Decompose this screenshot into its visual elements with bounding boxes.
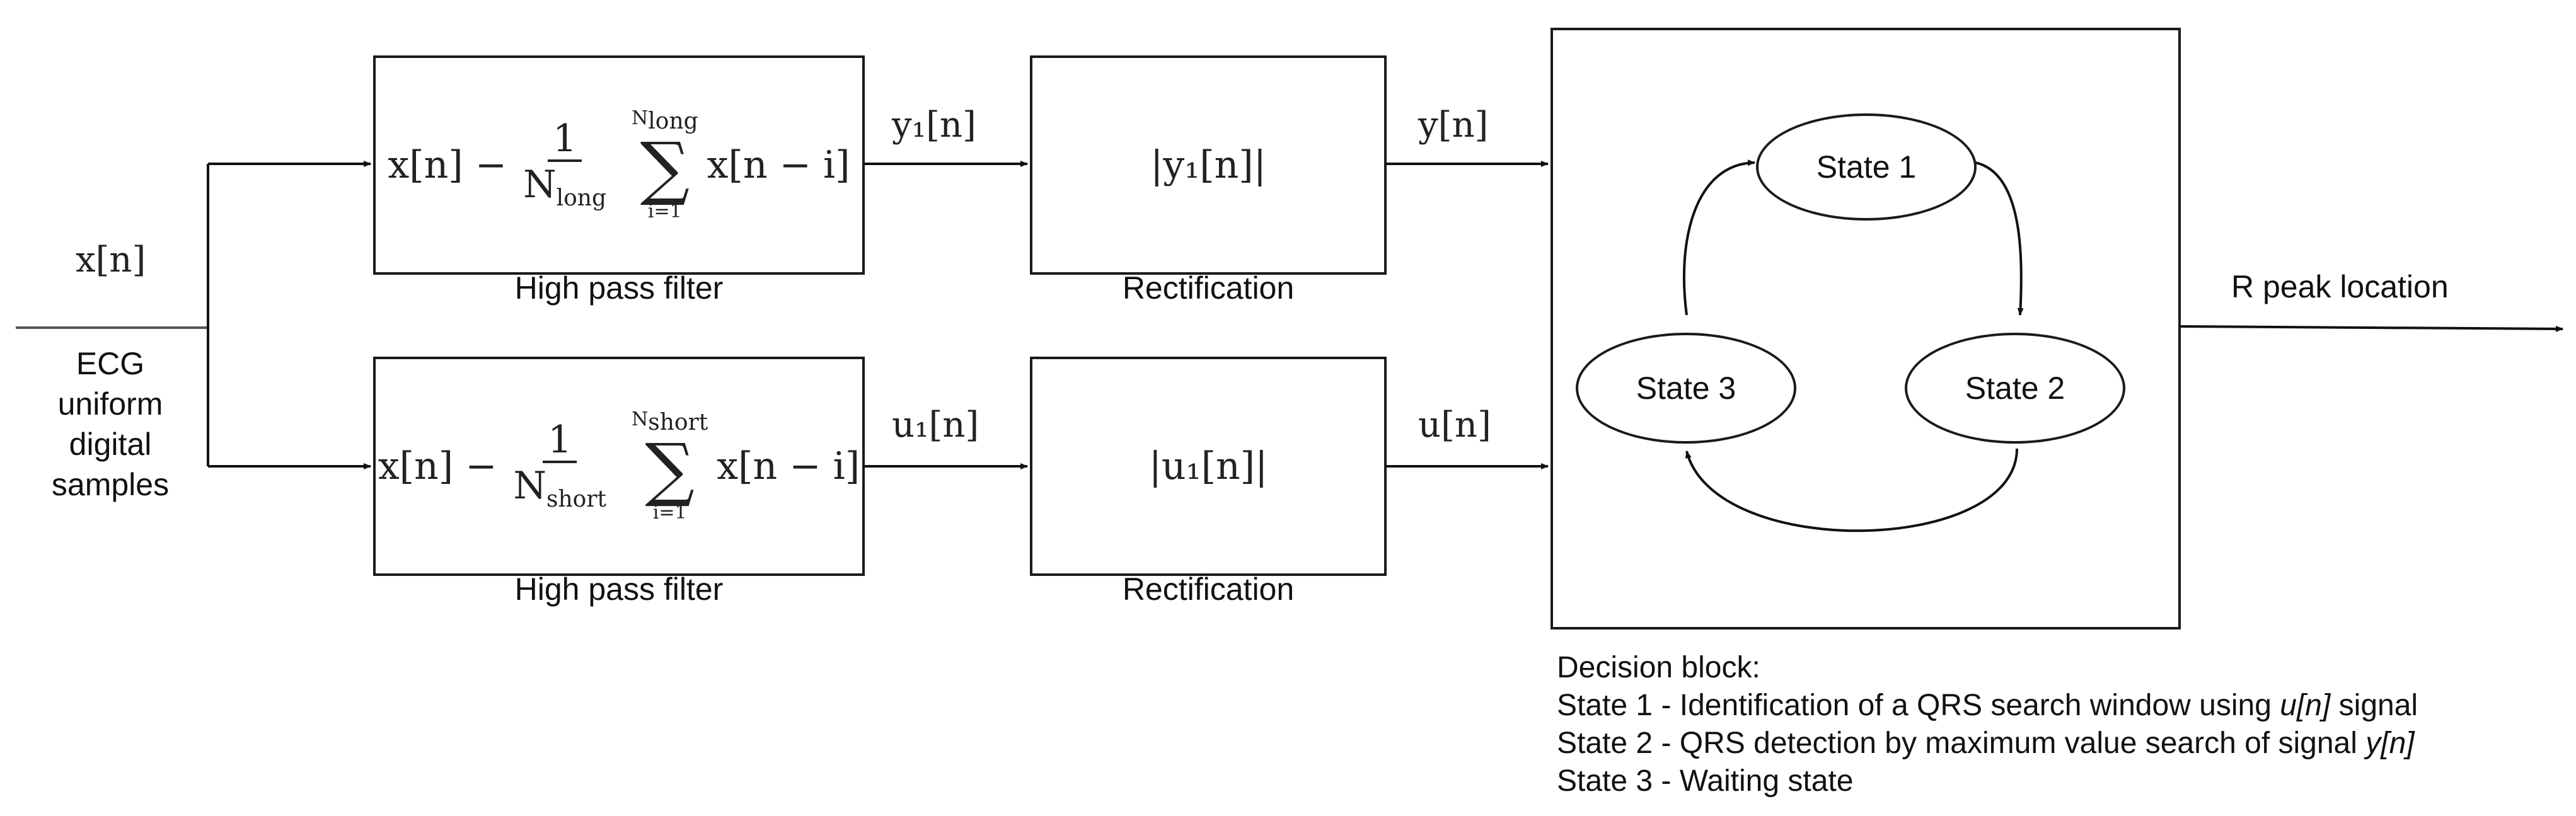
sum-upper-subscript: long <box>648 108 698 134</box>
input-signal-label: x[n] <box>76 239 146 280</box>
formula-fraction: 1 Nshort <box>508 419 611 513</box>
input-description-line: ECG <box>76 346 145 381</box>
sum-upper-symbol: N <box>632 408 649 430</box>
y-signal-label: y[n] <box>1418 105 1489 146</box>
sum-upper-limit: Nshort <box>632 410 708 434</box>
fraction-denominator: Nshort <box>508 463 611 513</box>
input-description: ECG uniform digital samples <box>25 343 195 505</box>
sum-upper-subscript: short <box>648 410 708 435</box>
top-rectification-block: |y₁[n]| <box>1030 55 1387 275</box>
denominator-symbol: N <box>513 464 546 509</box>
bottom-high-pass-filter-block: x[n] − 1 Nshort Nshort ∑ i=1 x[n − i] <box>373 357 865 576</box>
y1-signal-label: y₁[n] <box>892 105 976 146</box>
summation-operator: Nshort ∑ i=1 <box>632 410 708 522</box>
formula-term: x[n − i] <box>707 143 850 187</box>
sum-upper-limit: Nlong <box>632 109 698 133</box>
top-filter-formula: x[n] − 1 Nlong Nlong ∑ i=1 x[n − i] <box>376 58 862 272</box>
denominator-symbol: N <box>523 163 557 207</box>
bottom-filter-formula: x[n] − 1 Nshort Nshort ∑ i=1 x[n − i] <box>376 359 862 573</box>
sum-lower-limit: i=1 <box>647 200 682 222</box>
output-label: R peak location <box>2231 269 2449 304</box>
bottom-rectification-caption: Rectification <box>1122 572 1295 607</box>
top-high-pass-filter-block: x[n] − 1 Nlong Nlong ∑ i=1 x[n − i] <box>373 55 865 275</box>
notes-state-2-text: State 2 - QRS detection by maximum value… <box>1557 727 2366 760</box>
top-filter-caption: High pass filter <box>514 270 724 306</box>
transition-2-to-3 <box>1685 448 2018 532</box>
output-arrow <box>2180 325 2563 332</box>
state-2-node: State 2 <box>1905 333 2125 444</box>
notes-state-1-text: State 1 - Identification of a QRS search… <box>1557 689 2280 722</box>
fraction-numerator: 1 <box>547 118 582 163</box>
state-3-node: State 3 <box>1576 333 1796 444</box>
notes-state-1-signal: u[n] <box>2280 689 2331 722</box>
input-description-line: uniform <box>57 386 163 422</box>
notes-state-1: State 1 - Identification of a QRS search… <box>1557 687 2418 725</box>
u-signal-label: u[n] <box>1418 405 1491 445</box>
transition-1-to-2 <box>1975 161 2024 316</box>
notes-state-3: State 3 - Waiting state <box>1557 764 1854 798</box>
sum-lower-limit: i=1 <box>652 502 687 524</box>
transition-3-to-1 <box>1682 159 1755 316</box>
input-description-line: digital <box>69 427 152 462</box>
fraction-denominator: Nlong <box>518 162 611 212</box>
bottom-rectification-expression: |u₁[n]| <box>1148 444 1268 488</box>
sigma-symbol: ∑ <box>640 127 690 208</box>
notes-state-2: State 2 - QRS detection by maximum value… <box>1557 725 2418 762</box>
formula-lead: x[n] − <box>388 143 507 187</box>
formula-lead: x[n] − <box>378 444 497 488</box>
u1-signal-label: u₁[n] <box>892 405 979 445</box>
formula-fraction: 1 Nlong <box>518 118 611 212</box>
state-1-node: State 1 <box>1756 113 1977 221</box>
formula-term: x[n − i] <box>717 444 860 488</box>
top-rectification-expression: |y₁[n]| <box>1150 143 1266 187</box>
denominator-subscript: short <box>546 486 606 513</box>
top-rectification-caption: Rectification <box>1122 270 1295 306</box>
sum-upper-symbol: N <box>632 107 649 129</box>
decision-block <box>1551 28 2181 629</box>
input-description-line: samples <box>51 467 170 502</box>
fraction-numerator: 1 <box>543 419 577 464</box>
notes-state-1-suffix: signal <box>2330 689 2418 722</box>
sigma-symbol: ∑ <box>645 428 695 509</box>
decision-notes: Decision block: State 1 - Identification… <box>1557 649 2418 800</box>
denominator-subscript: long <box>556 185 606 212</box>
notes-state-2-signal: y[n] <box>2365 727 2415 760</box>
notes-title: Decision block: <box>1557 651 1760 684</box>
summation-operator: Nlong ∑ i=1 <box>632 109 698 221</box>
bottom-filter-caption: High pass filter <box>514 572 724 607</box>
bottom-rectification-block: |u₁[n]| <box>1030 357 1387 576</box>
